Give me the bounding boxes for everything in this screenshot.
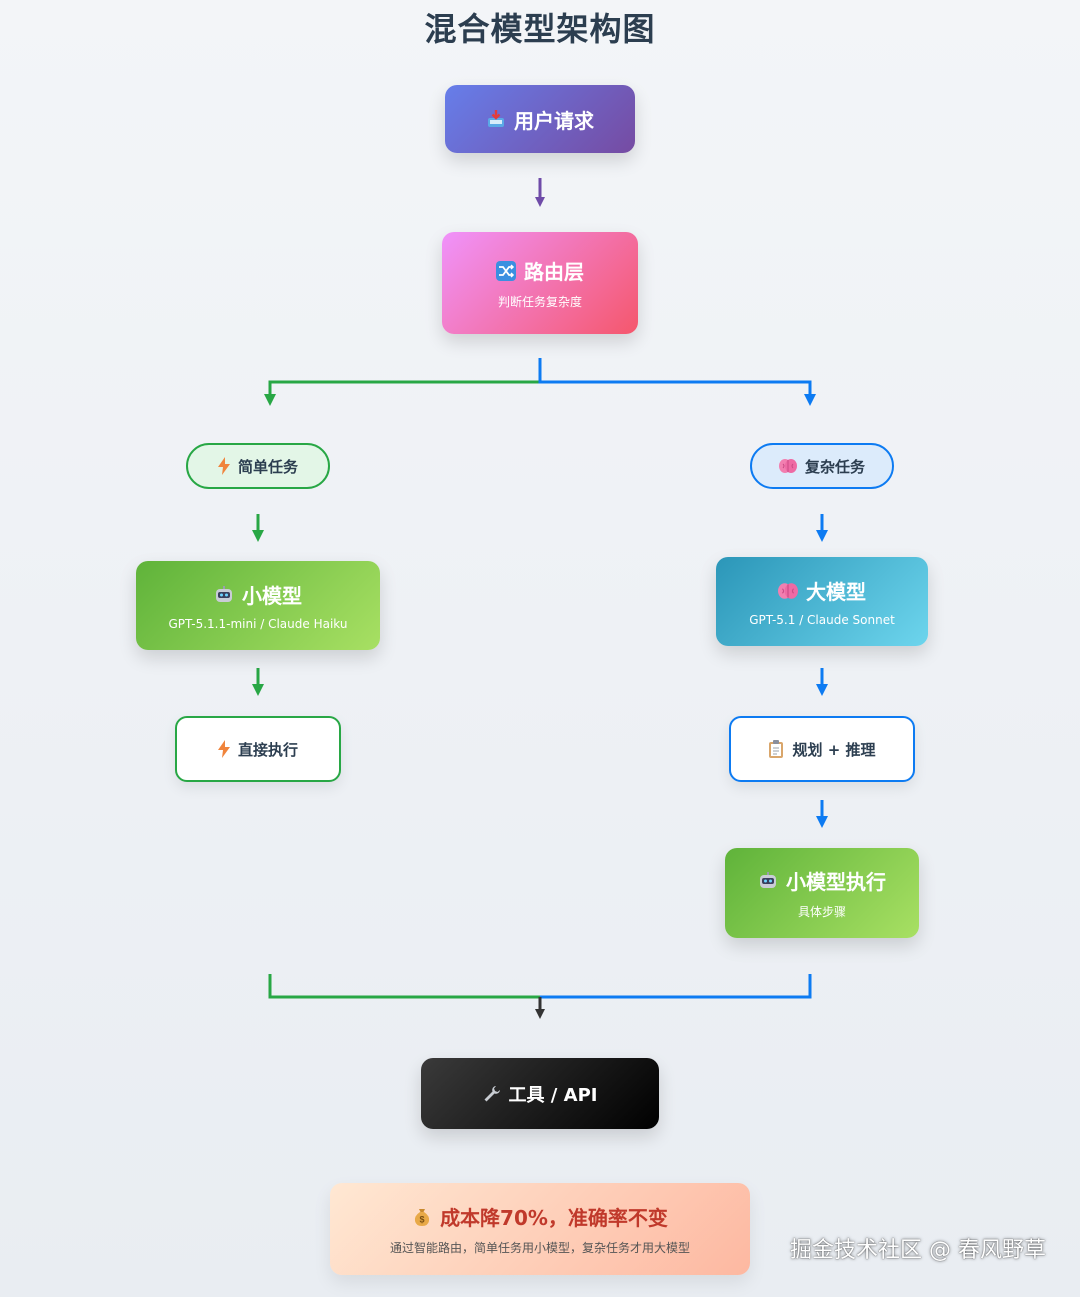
shuffle-icon xyxy=(496,260,516,281)
router-node: 路由层 判断任务复杂度 xyxy=(442,232,638,334)
simple-task-pill: 简单任务 xyxy=(186,443,330,489)
summary-sublabel: 通过智能路由，简单任务用小模型，复杂任务才用大模型 xyxy=(389,1241,690,1255)
merge-line-right xyxy=(540,974,812,999)
small-exec-node: 小模型执行 具体步骤 xyxy=(725,848,919,938)
tools-api-node: 工具 / API xyxy=(421,1058,659,1129)
complex-task-pill: 复杂任务 xyxy=(750,443,894,489)
merge-line-left xyxy=(268,974,540,999)
clipboard-icon xyxy=(768,740,784,758)
router-sublabel: 判断任务复杂度 xyxy=(497,295,582,309)
complex-task-label: 复杂任务 xyxy=(804,457,865,476)
inbox-tray-icon xyxy=(486,109,506,129)
small-exec-sublabel: 具体步骤 xyxy=(797,905,846,919)
small-model-label: 小模型 xyxy=(242,584,302,608)
small-model-node: 小模型 GPT-5.1.1-mini / Claude Haiku xyxy=(136,561,380,650)
watermark: 掘金技术社区 @ 春风野草 xyxy=(790,1238,1046,1263)
small-model-sublabel: GPT-5.1.1-mini / Claude Haiku xyxy=(168,617,348,631)
router-label: 路由层 xyxy=(524,260,584,284)
plan-reason-label: 规划 + 推理 xyxy=(792,740,876,759)
large-model-sublabel: GPT-5.1 / Claude Sonnet xyxy=(749,613,895,627)
user-request-label: 用户请求 xyxy=(514,108,594,133)
robot-icon xyxy=(758,871,778,891)
direct-exec-node: 直接执行 xyxy=(175,716,341,782)
wrench-icon xyxy=(483,1085,501,1103)
direct-exec-label: 直接执行 xyxy=(237,740,298,759)
plan-reason-node: 规划 + 推理 xyxy=(729,716,915,782)
brain-icon xyxy=(778,582,798,600)
simple-task-label: 简单任务 xyxy=(237,457,298,476)
page-title: 混合模型架构图 xyxy=(424,10,656,48)
svg-text:$: $ xyxy=(420,1214,425,1224)
summary-label: 成本降70%，准确率不变 xyxy=(440,1206,668,1230)
lightning-icon xyxy=(217,457,230,475)
lightning-icon xyxy=(217,740,230,758)
tools-api-label: 工具 / API xyxy=(508,1084,598,1106)
robot-icon xyxy=(214,585,234,605)
user-request-node: 用户请求 xyxy=(445,85,635,153)
large-model-label: 大模型 xyxy=(806,580,866,604)
brain-icon xyxy=(778,458,797,474)
large-model-node: 大模型 GPT-5.1 / Claude Sonnet xyxy=(716,557,928,646)
summary-box: $ 成本降70%，准确率不变 通过智能路由，简单任务用小模型，复杂任务才用大模型 xyxy=(330,1183,750,1275)
money-bag-icon: $ xyxy=(412,1207,432,1227)
branch-line-simple xyxy=(264,358,542,406)
small-exec-label: 小模型执行 xyxy=(786,870,886,894)
branch-line-complex xyxy=(538,358,816,406)
